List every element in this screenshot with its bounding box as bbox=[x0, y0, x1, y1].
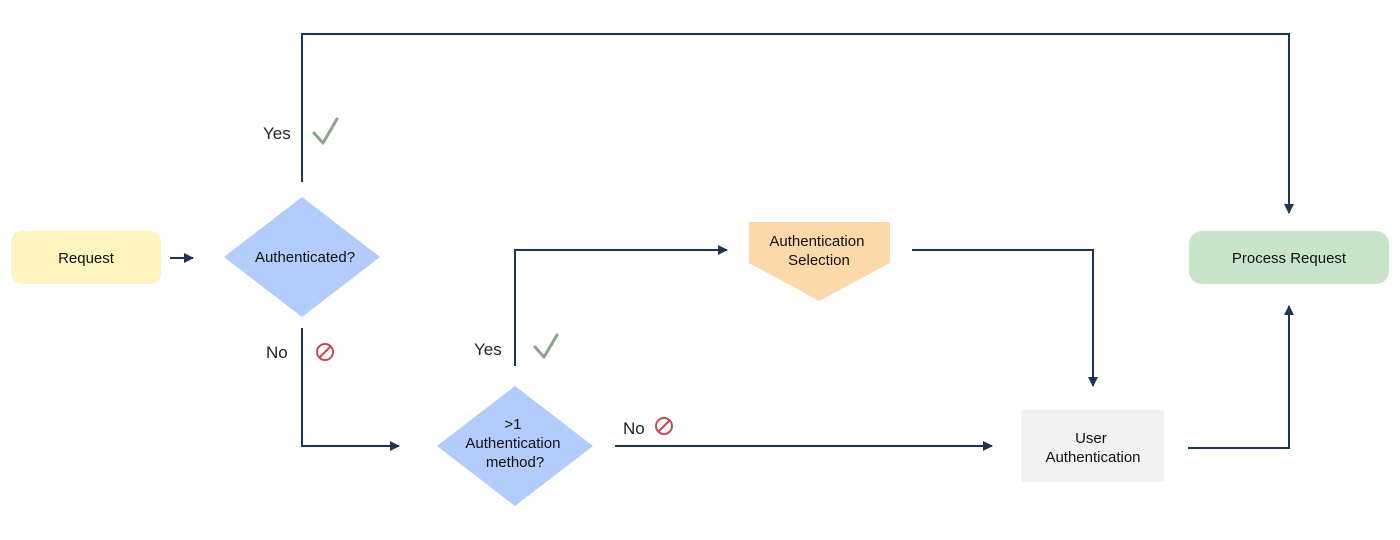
user-authentication-shape bbox=[1021, 410, 1164, 482]
authenticated-decision: Authenticated? bbox=[224, 197, 380, 317]
authentication-selection-label-line-2: Selection bbox=[788, 252, 850, 269]
process-request-shape bbox=[1189, 231, 1389, 284]
user-authentication-label-line-1: User bbox=[1075, 430, 1107, 447]
multiple-methods-label-line-2: Authentication bbox=[465, 435, 560, 452]
process-request-node: Process Request bbox=[1189, 231, 1389, 284]
authentication-selection-label: Authentication Selection bbox=[769, 233, 868, 269]
multiple-methods-label-line-1: >1 bbox=[504, 416, 521, 433]
edge-authenticated-no-to-method bbox=[301, 328, 400, 451]
user-authentication-node: User Authentication bbox=[1021, 410, 1164, 482]
multiple-methods-decision: >1 Authentication method? bbox=[437, 386, 593, 506]
request-node: Request bbox=[11, 231, 161, 284]
request-shape bbox=[11, 231, 161, 284]
process-request-label: Process Request bbox=[1232, 250, 1347, 267]
edge-selection-to-user-auth bbox=[912, 249, 1098, 387]
check-icon bbox=[533, 333, 559, 359]
edge-authenticated-yes-to-process bbox=[301, 33, 1294, 214]
no-label-authenticated: No bbox=[266, 343, 288, 362]
prohibited-icon bbox=[655, 417, 673, 435]
authenticated-diamond bbox=[224, 197, 380, 317]
prohibited-icon bbox=[316, 343, 334, 361]
no-label-multiple-methods: No bbox=[623, 419, 645, 438]
authentication-selection-shape bbox=[749, 222, 890, 301]
edge-method-yes-to-selection bbox=[514, 245, 728, 366]
request-label: Request bbox=[58, 250, 115, 267]
multiple-methods-label-line-3: method? bbox=[486, 454, 544, 471]
user-authentication-label: User Authentication bbox=[1045, 430, 1140, 466]
authentication-selection-node: Authentication Selection bbox=[749, 222, 890, 301]
authenticated-label: Authenticated? bbox=[255, 249, 355, 266]
yes-label-multiple-methods: Yes bbox=[474, 340, 502, 359]
multiple-methods-label: >1 Authentication method? bbox=[465, 416, 564, 471]
authentication-selection-label-line-1: Authentication bbox=[769, 233, 864, 250]
check-icon bbox=[312, 117, 339, 145]
yes-label-authenticated: Yes bbox=[263, 124, 291, 143]
multiple-methods-diamond bbox=[437, 386, 593, 506]
user-authentication-label-line-2: Authentication bbox=[1045, 449, 1140, 466]
edge-user-auth-to-process bbox=[1188, 305, 1294, 449]
